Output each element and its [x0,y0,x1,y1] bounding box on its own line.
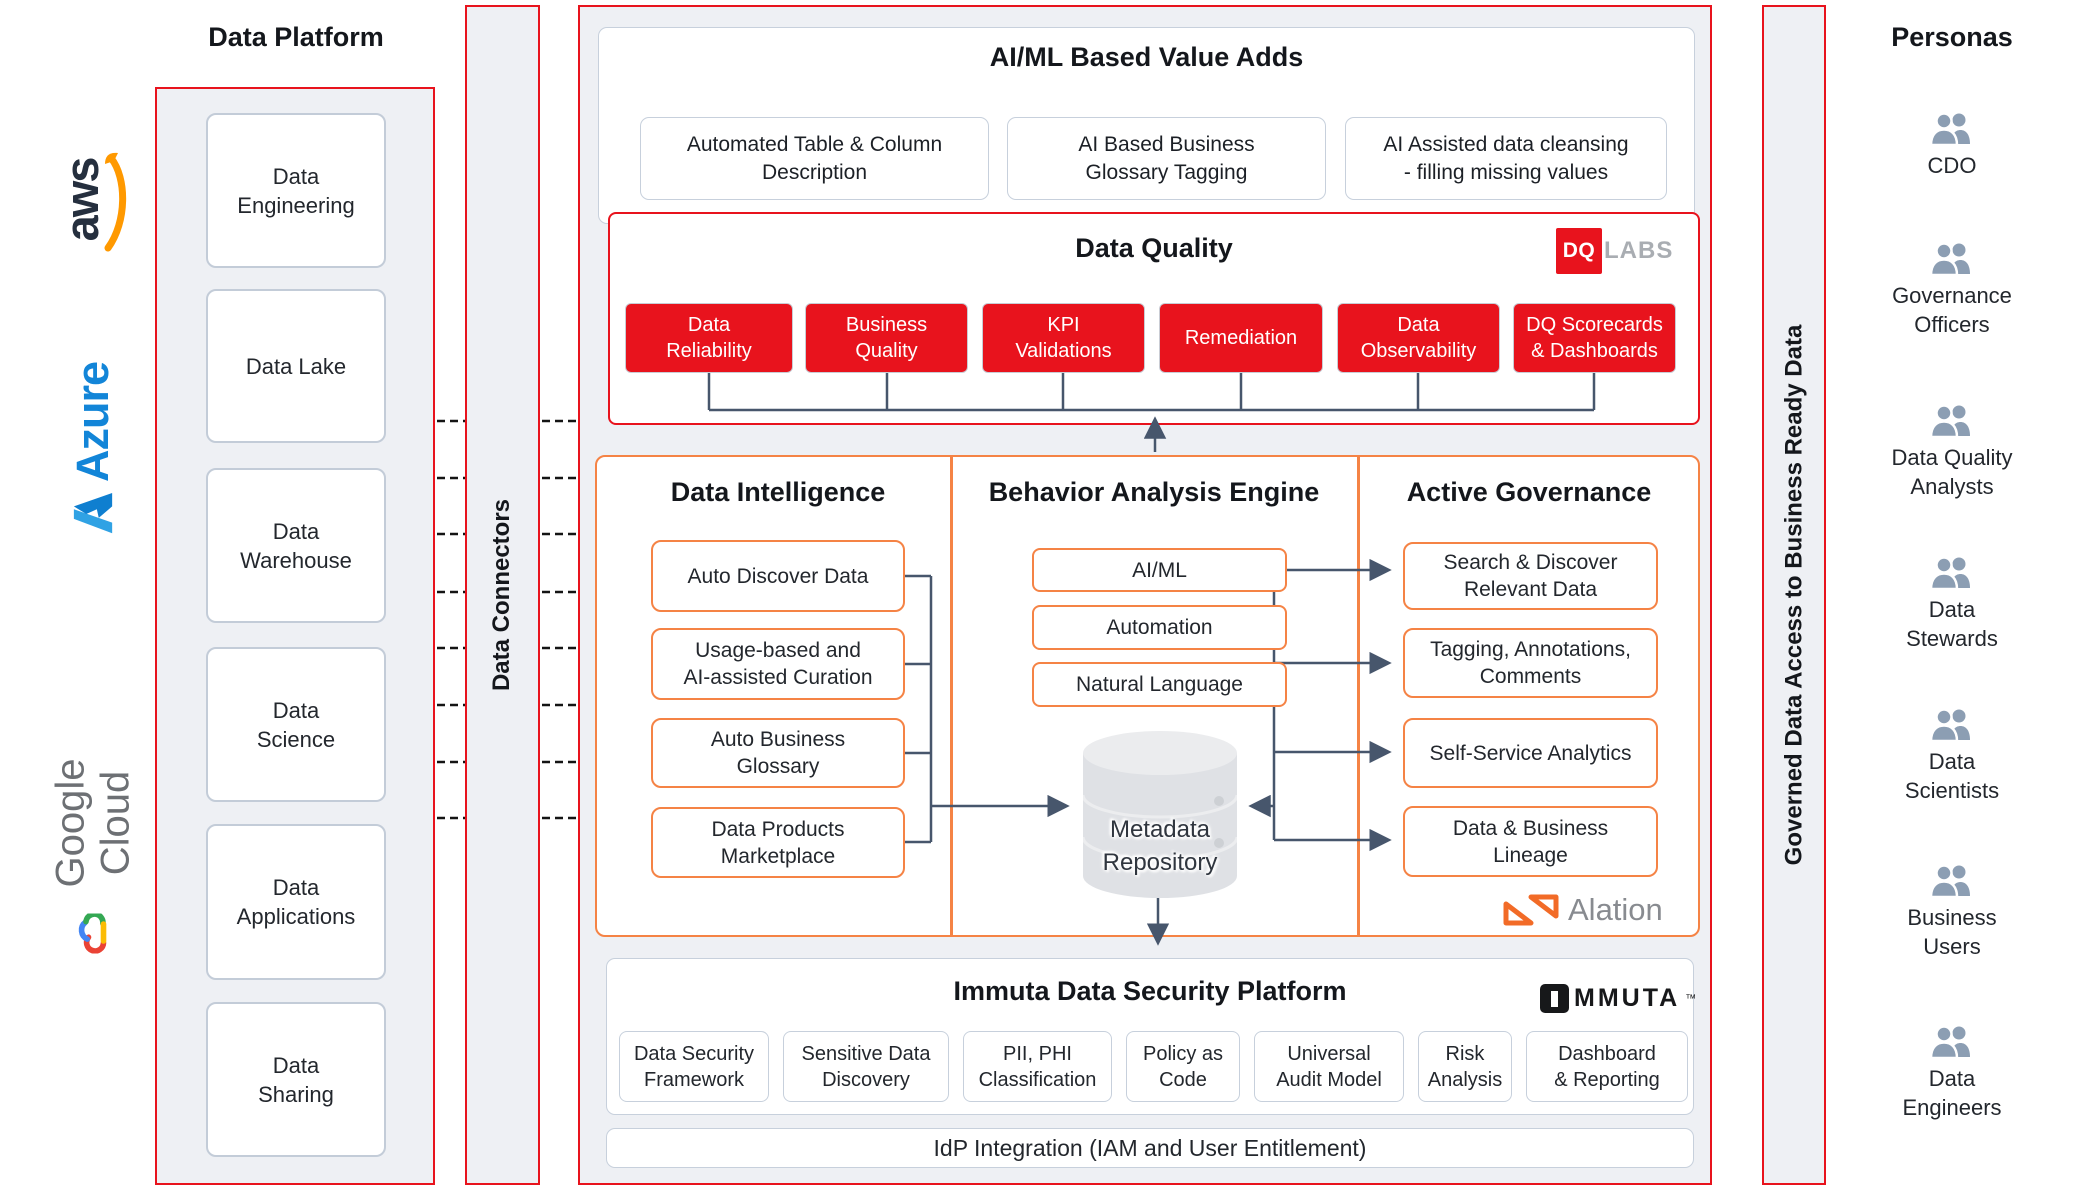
persona-business-users: Business Users [1852,864,2052,961]
dqlabs-labs-text: LABS [1604,237,1674,264]
behavior-analysis-title: Behavior Analysis Engine [988,477,1320,507]
platform-box-data-lake: Data Lake [206,289,386,443]
persona-label: Data Stewards [1906,597,1998,651]
immuta-box-universal-audit: Universal Audit Model [1254,1031,1404,1102]
immuta-box-policy-as-code: Policy as Code [1126,1031,1240,1102]
azure-logo-text: Azure [67,361,118,483]
di-box-usage-curation: Usage-based and AI-assisted Curation [651,628,905,700]
database-cylinder-icon [1081,731,1239,898]
persona-governance-officers: Governance Officers [1852,242,2052,339]
bae-box-aiml: AI/ML [1032,548,1287,592]
dq-box-scorecards-dashboards: DQ Scorecards & Dashboards [1513,303,1676,373]
engine-column-divider-2 [1357,457,1360,935]
platform-box-data-applications: Data Applications [206,824,386,980]
immuta-box-security-framework: Data Security Framework [619,1031,769,1102]
data-quality-title: Data Quality [1075,233,1233,263]
google-cloud-logo: Google Cloud [18,640,168,1060]
ag-box-search-discover: Search & Discover Relevant Data [1403,542,1658,610]
active-governance-title: Active Governance [1406,477,1652,507]
data-intelligence-lines [905,574,1070,844]
bae-box-automation: Automation [1032,605,1287,650]
persona-label: Business Users [1907,905,1997,959]
google-cloud-logo-text: Google Cloud [48,758,138,888]
dq-box-data-observability: Data Observability [1337,303,1500,373]
persona-label: CDO [1927,153,1977,178]
idp-integration-bar: IdP Integration (IAM and User Entitlemen… [606,1128,1694,1168]
people-icon [1929,242,1970,277]
bae-box-natural-language: Natural Language [1032,662,1287,707]
dashed-connector-lines [437,419,578,820]
persona-label: Data Quality Analysts [1891,445,2013,499]
di-box-auto-glossary: Auto Business Glossary [651,718,905,788]
people-icon [1929,708,1970,743]
data-platform-title: Data Platform [208,22,384,52]
immuta-box-risk-analysis: Risk Analysis [1418,1031,1512,1102]
metadata-repository-label: Metadata Repository [1102,816,1218,876]
data-quality-bus-lines [707,373,1596,452]
people-icon [1929,556,1970,591]
platform-box-data-sharing: Data Sharing [206,1002,386,1157]
azure-icon [73,493,113,534]
persona-label: Data Engineers [1902,1066,2002,1120]
immuta-title: Immuta Data Security Platform [953,976,1347,1006]
aws-logo: aws [30,120,160,280]
alation-bowtie-icon [1503,894,1559,926]
persona-data-quality-analysts: Data Quality Analysts [1852,404,2052,501]
value-add-box-3: AI Assisted data cleansing - filling mis… [1345,117,1667,200]
people-icon [1929,1025,1970,1060]
alation-logo-text: Alation [1568,892,1663,927]
persona-label: Governance Officers [1892,283,2012,337]
people-icon [1929,112,1970,147]
people-icon [1929,864,1970,899]
ag-box-self-service: Self-Service Analytics [1403,718,1658,788]
aws-logo-text: aws [55,158,108,242]
immuta-trademark: ™ [1685,992,1697,1005]
value-add-box-1: Automated Table & Column Description [640,117,989,200]
value-add-box-2: AI Based Business Glossary Tagging [1007,117,1326,200]
di-box-auto-discover: Auto Discover Data [651,540,905,612]
governed-data-access-bar: Governed Data Access to Business Ready D… [1762,5,1826,1185]
persona-label: Data Scientists [1904,749,2000,803]
ag-box-tagging-annotations: Tagging, Annotations, Comments [1403,628,1658,698]
metadata-repository-cylinder: Metadata Repository [1081,731,1239,898]
people-icon [1929,404,1970,439]
platform-box-data-science: Data Science [206,647,386,802]
immuta-logo-text: MMUTA [1574,984,1681,1012]
di-box-products-marketplace: Data Products Marketplace [651,807,905,878]
value-adds-title: AI/ML Based Value Adds [989,42,1304,72]
aws-smile-icon [104,152,127,252]
persona-data-scientists: Data Scientists [1852,708,2052,805]
persona-data-stewards: Data Stewards [1852,556,2052,653]
dq-box-kpi-validations: KPI Validations [982,303,1145,373]
azure-logo: Azure [28,350,158,550]
alation-logo: Alation [1502,892,1663,928]
persona-data-engineers: Data Engineers [1852,1025,2052,1122]
data-intelligence-title: Data Intelligence [670,477,886,507]
immuta-box-sensitive-discovery: Sensitive Data Discovery [783,1031,949,1102]
idp-integration-label: IdP Integration (IAM and User Entitlemen… [933,1134,1367,1161]
dq-box-business-quality: Business Quality [805,303,968,373]
ag-box-lineage: Data & Business Lineage [1403,806,1658,877]
dq-box-remediation: Remediation [1159,303,1323,373]
data-connectors-bar: Data Connectors [465,5,540,1185]
immuta-logo: MMUTA ™ [1540,984,1696,1013]
personas-title: Personas [1891,22,2013,52]
dq-box-data-reliability: Data Reliability [625,303,793,373]
engine-column-divider-1 [950,457,953,935]
platform-box-data-engineering: Data Engineering [206,113,386,268]
dqlabs-dq-mark: DQ [1556,228,1602,274]
immuta-i-mark [1540,984,1569,1013]
persona-cdo: CDO [1852,112,2052,180]
immuta-box-dashboard-reporting: Dashboard & Reporting [1526,1031,1688,1102]
google-cloud-icon [78,913,106,954]
dqlabs-logo: DQ LABS [1556,228,1673,274]
immuta-box-pii-phi: PII, PHI Classification [963,1031,1112,1102]
platform-box-data-warehouse: Data Warehouse [206,468,386,623]
